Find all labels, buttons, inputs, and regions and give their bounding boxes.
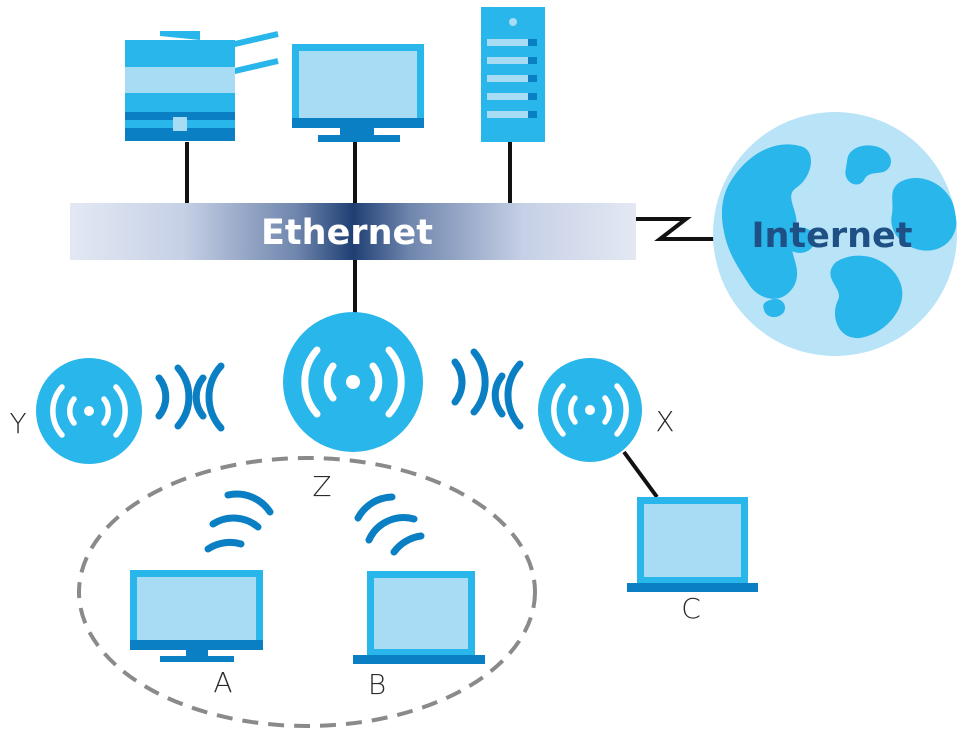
node-label-y: Y — [9, 407, 26, 440]
signal-waves-client-b-icon — [354, 493, 425, 556]
client-group-ellipse — [77, 456, 537, 728]
node-label-c: C — [681, 592, 701, 625]
signal-waves-z-x-icon — [451, 348, 524, 430]
ethernet-label: Ethernet — [261, 213, 433, 253]
signal-waves-y-z-icon — [155, 362, 225, 432]
access-point-z-icon — [283, 312, 423, 452]
client-b-laptop-icon — [353, 571, 485, 664]
client-a-desktop-icon — [130, 570, 263, 662]
node-label-b: B — [368, 668, 386, 701]
server-icon — [481, 7, 545, 142]
ethernet-bus: Ethernet — [70, 203, 636, 260]
signal-waves-client-a-icon — [204, 490, 274, 553]
internet-globe-icon: Internet — [713, 112, 957, 356]
wires — [185, 138, 714, 499]
internet-label: Internet — [751, 216, 912, 256]
client-c-laptop-icon — [627, 497, 758, 592]
node-label-a: A — [213, 666, 232, 699]
access-point-x-icon — [538, 358, 642, 462]
node-label-z: Z — [312, 470, 331, 503]
node-label-x: X — [655, 405, 674, 438]
desktop-monitor-icon — [292, 44, 424, 142]
access-point-y-icon — [36, 358, 142, 464]
printer-icon — [125, 31, 279, 141]
